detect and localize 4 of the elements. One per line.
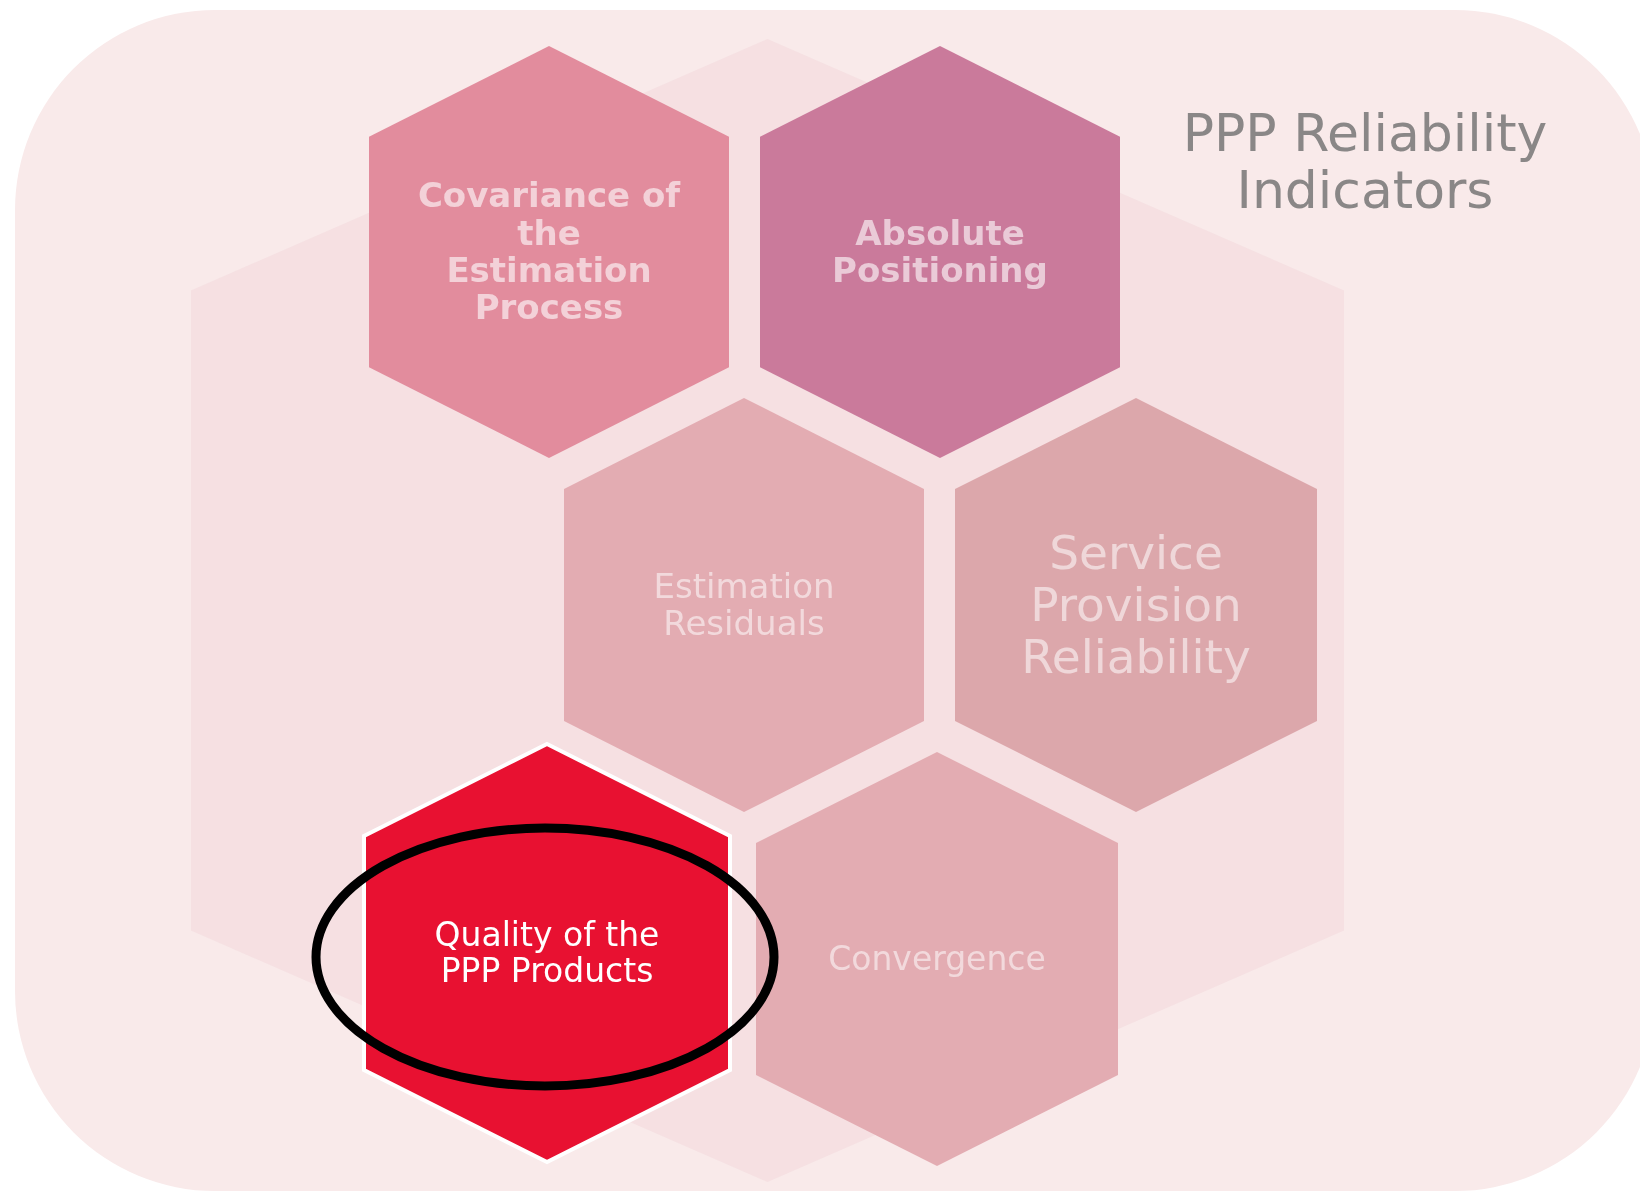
diagram-title: PPP Reliability Indicators bbox=[1181, 105, 1549, 220]
hexagon-label: Absolute Positioning bbox=[831, 214, 1049, 290]
hexagon-label: Covariance of the Estimation Process bbox=[416, 177, 682, 327]
hexagon-label: Quality of the PPP Products bbox=[433, 916, 661, 990]
